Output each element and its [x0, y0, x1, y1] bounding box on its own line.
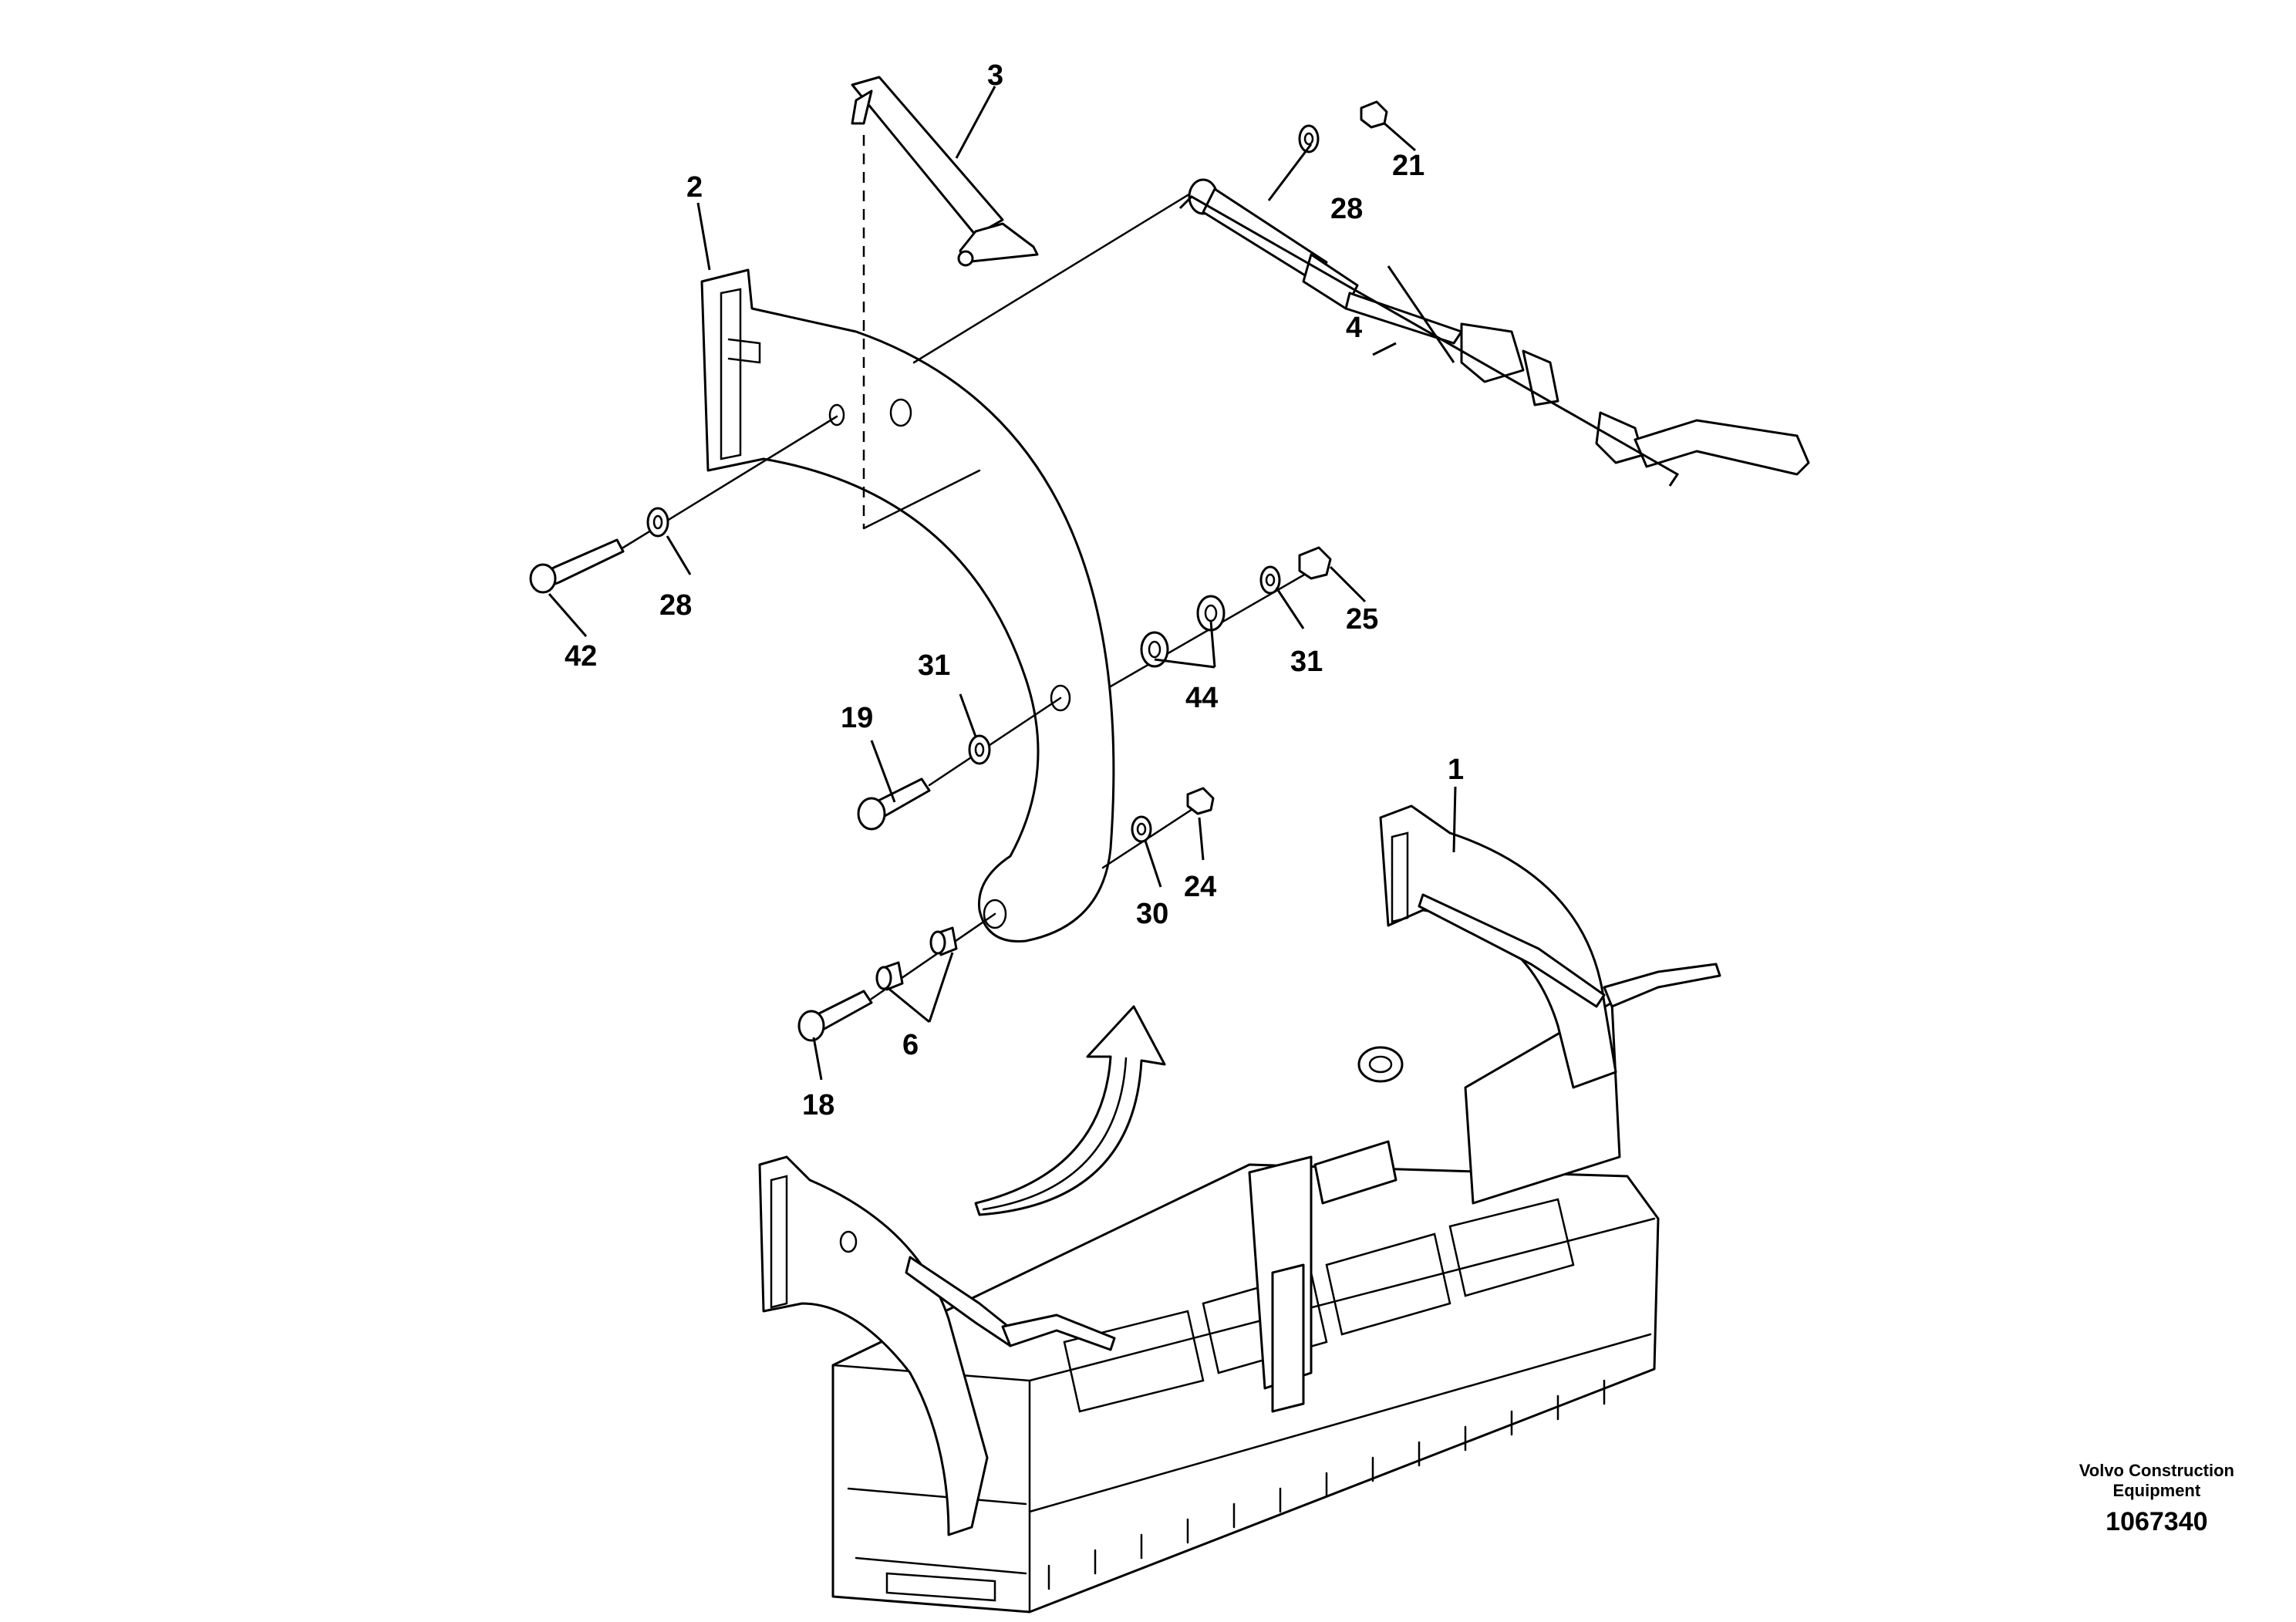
callout-18: 18 — [802, 1089, 834, 1121]
lever-part-3 — [851, 76, 1039, 267]
bolt-part-42 — [529, 538, 625, 594]
callout-24: 24 — [1184, 871, 1216, 903]
screed-frame-part-1 — [758, 804, 1721, 1614]
callout-4: 4 — [1346, 312, 1362, 344]
callout-labels: 1 2 3 4 6 18 19 21 24 25 28 28 30 31 31 … — [565, 59, 1464, 1121]
nut-part-25 — [1298, 546, 1332, 580]
side-plate-part-2 — [700, 268, 1115, 943]
callout-42: 42 — [565, 640, 597, 673]
assembly-direction-arrow — [974, 1005, 1166, 1216]
washer-part-31-left — [968, 734, 991, 765]
bolt-part-19 — [857, 777, 931, 831]
callout-25: 25 — [1346, 603, 1378, 636]
callout-21: 21 — [1392, 150, 1424, 182]
callout-30: 30 — [1136, 898, 1168, 930]
washer-part-28-top — [1298, 124, 1320, 153]
washer-part-30 — [1131, 815, 1152, 843]
callout-28-left: 28 — [659, 589, 692, 622]
callout-leaders — [548, 86, 1457, 1081]
brand-line-2: Equipment — [2112, 1481, 2201, 1500]
manufacturer-label: Volvo Construction Equipment 1067340 — [2079, 1461, 2234, 1537]
callout-31-left: 31 — [918, 649, 950, 682]
nut-part-21 — [1360, 100, 1388, 129]
bushings-part-6 — [875, 926, 958, 991]
callout-1: 1 — [1448, 754, 1464, 786]
callout-2: 2 — [686, 171, 703, 204]
callout-31-right: 31 — [1290, 646, 1323, 678]
callout-28-top: 28 — [1330, 193, 1363, 225]
callout-6: 6 — [902, 1029, 919, 1061]
callout-19: 19 — [841, 702, 873, 734]
brand-line-1: Volvo Construction — [2079, 1461, 2234, 1480]
bolt-part-18 — [797, 990, 873, 1042]
washer-part-28-left — [646, 507, 669, 538]
nut-part-24 — [1186, 787, 1215, 815]
callout-3: 3 — [987, 59, 1003, 92]
document-number: 1067340 — [2106, 1507, 2208, 1536]
washer-part-31-right — [1259, 565, 1281, 595]
callout-44: 44 — [1185, 682, 1218, 714]
